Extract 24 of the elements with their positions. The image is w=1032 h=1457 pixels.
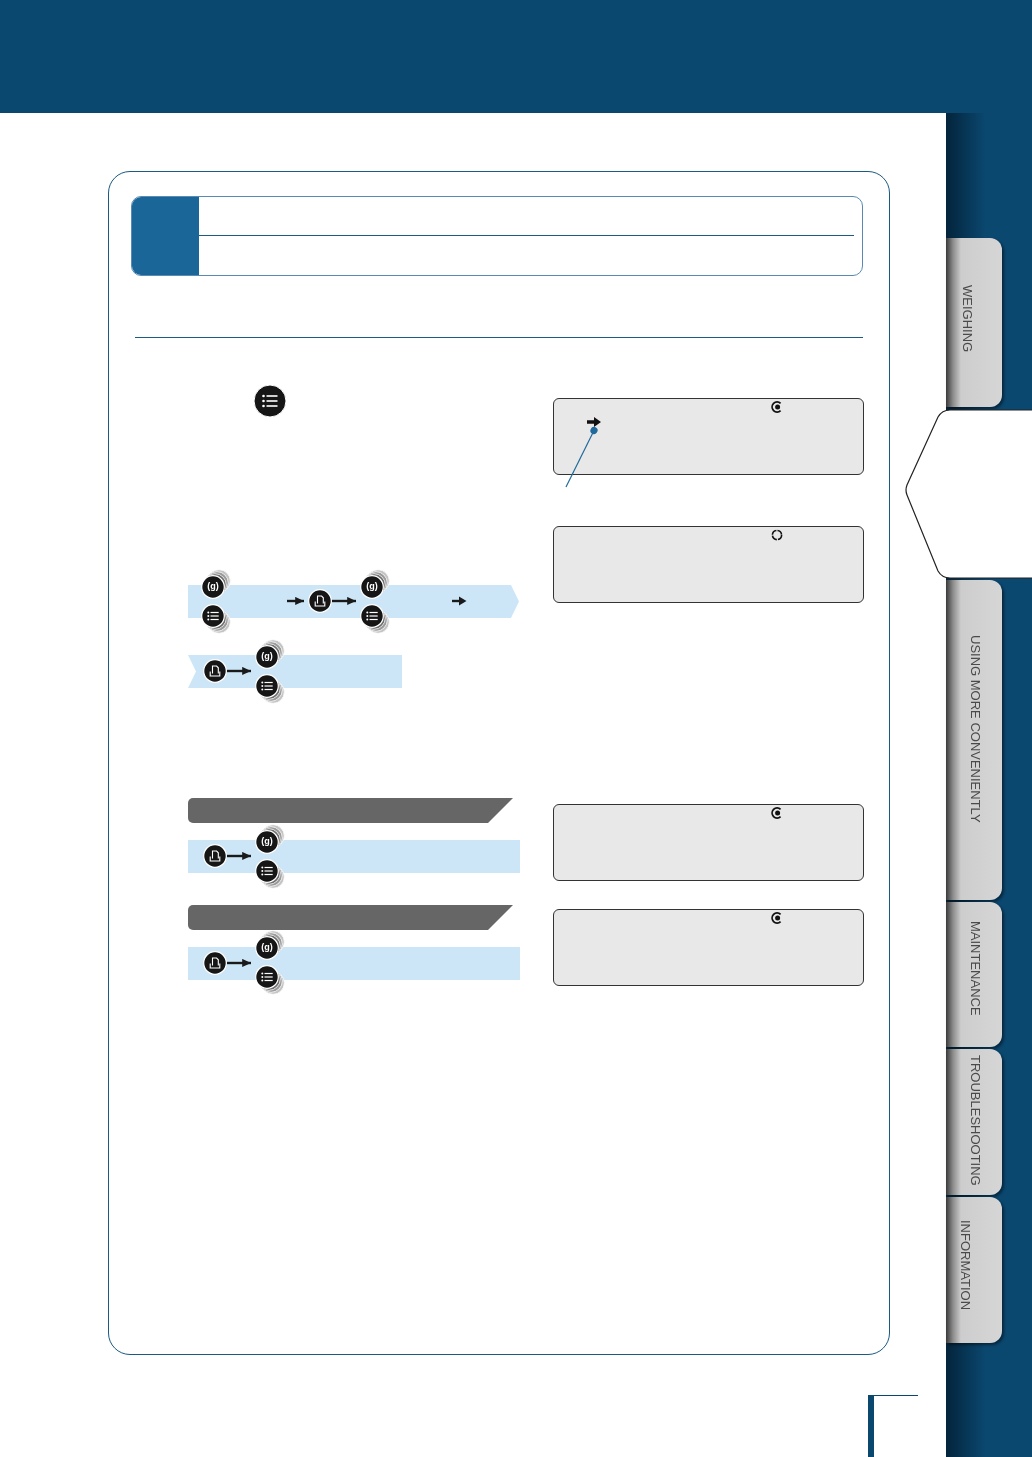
chapter-tab: USING MORE CONVENIENTLY (946, 580, 1002, 900)
list-key (255, 674, 285, 704)
document-key (308, 589, 332, 613)
list-key (201, 604, 231, 634)
chapter-tab: TROUBLESHOOTING (946, 1049, 1002, 1195)
list-key (255, 965, 285, 995)
document-key (203, 951, 227, 975)
heading-band (188, 905, 513, 930)
document-key (203, 659, 227, 683)
chapter-tab: MAINTENANCE (946, 902, 1002, 1047)
chapter-tab: INFORMATION (946, 1197, 1002, 1343)
arrow (332, 596, 357, 606)
arrow (287, 596, 305, 606)
arrow (227, 958, 252, 968)
arrow (227, 666, 252, 676)
active-chapter-tab (905, 409, 1032, 579)
right-arrow-icon (587, 417, 601, 427)
arrow (227, 851, 252, 861)
list-key (360, 604, 390, 634)
heading-band (188, 798, 513, 823)
document-key (203, 844, 227, 868)
list-key (255, 859, 285, 889)
chapter-tab: WEIGHING (946, 238, 1002, 407)
leader-line (565, 426, 598, 488)
